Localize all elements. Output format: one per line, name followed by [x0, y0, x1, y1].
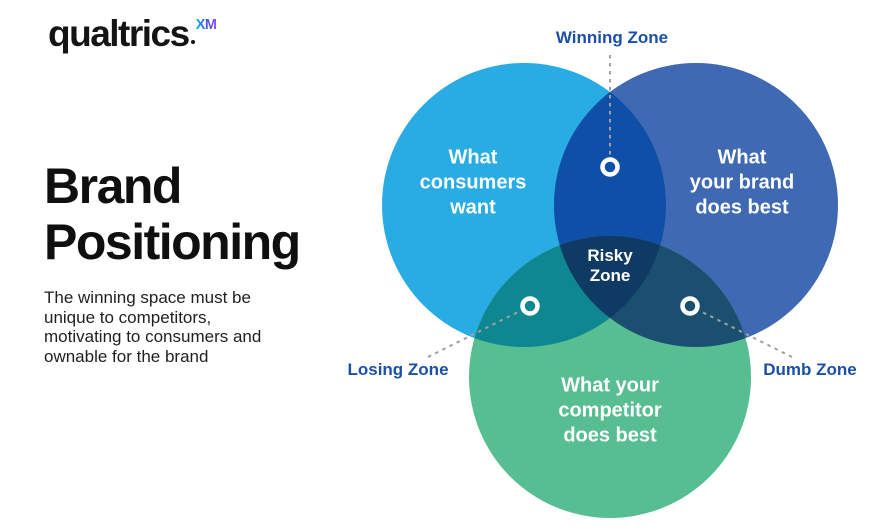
logo-xm-superscript: XM	[195, 17, 217, 33]
logo-wordmark: qualtrics	[48, 13, 190, 54]
winning-marker-ring	[600, 157, 620, 177]
consumers-circle-label: What consumers want	[419, 146, 527, 219]
losing-leader-line	[427, 311, 519, 358]
dumb-zone-label: Dumb Zone	[763, 360, 857, 379]
losing-zone-label: Losing Zone	[347, 360, 449, 379]
brand-circle-label: What your brand does best	[689, 146, 795, 219]
competitor-circle-label: What your competitor does best	[558, 374, 662, 447]
page-description: The winning space must be unique to comp…	[44, 288, 262, 366]
qualtrics-logo: qualtrics XM	[48, 13, 217, 55]
dumb-marker-ring	[680, 296, 700, 316]
logo-trademark-dot	[190, 40, 195, 44]
risky-zone-label: Risky Zone	[587, 246, 633, 285]
page-title: Brand Positioning	[44, 158, 301, 270]
winning-zone-label: Winning Zone	[555, 28, 669, 47]
dumb-leader-line	[701, 311, 793, 358]
losing-marker-ring	[520, 296, 540, 316]
